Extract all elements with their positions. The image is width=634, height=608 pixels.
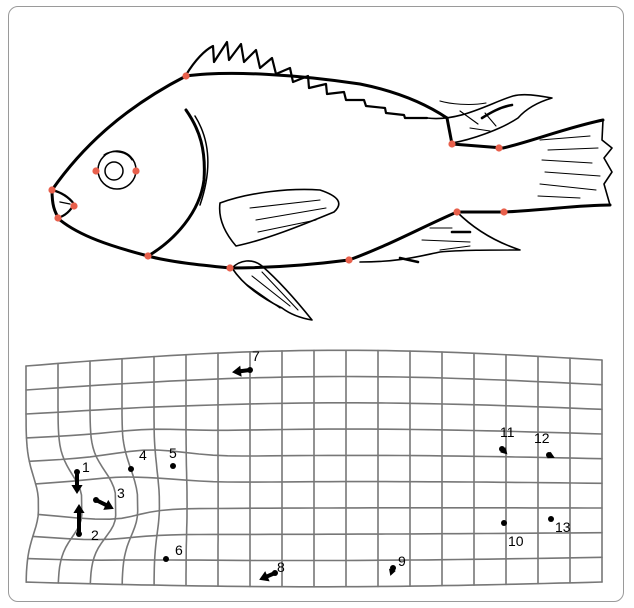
fish-landmark-dot bbox=[182, 72, 189, 79]
dorsal-fin bbox=[186, 42, 427, 118]
landmark-point bbox=[170, 463, 176, 469]
fish-landmark-dot bbox=[132, 167, 139, 174]
fish-landmark-dot bbox=[226, 264, 233, 271]
landmark-point bbox=[501, 520, 507, 526]
fish-landmark-dot bbox=[448, 140, 455, 147]
landmark-vectors bbox=[71, 366, 554, 582]
landmark-label-11: 11 bbox=[500, 424, 515, 440]
landmark-vector-arrowhead bbox=[73, 504, 84, 513]
caudal-fin bbox=[602, 120, 612, 205]
grid-column-line bbox=[26, 366, 38, 582]
landmark-label-3: 3 bbox=[117, 485, 125, 501]
landmark-label-2: 2 bbox=[91, 527, 99, 543]
pelvic-fin bbox=[232, 261, 312, 320]
fish-landmark-dot bbox=[495, 144, 502, 151]
fish-landmark-dot bbox=[453, 208, 460, 215]
landmark-label-5: 5 bbox=[169, 445, 177, 461]
landmark-label-13: 13 bbox=[555, 519, 571, 535]
landmark-label-1: 1 bbox=[82, 459, 90, 475]
fish-eye-outer bbox=[98, 151, 136, 189]
fish-landmark-dot bbox=[144, 252, 151, 259]
landmark-label-9: 9 bbox=[398, 553, 406, 569]
pectoral-fin bbox=[220, 190, 339, 246]
fish-landmark-dot bbox=[500, 208, 507, 215]
fish-landmark-dot bbox=[48, 186, 55, 193]
fish-landmark-dot bbox=[92, 167, 99, 174]
landmark-point bbox=[163, 556, 169, 562]
fish-back bbox=[52, 73, 447, 190]
landmark-label-4: 4 bbox=[139, 447, 147, 463]
grid-row-line bbox=[38, 508, 602, 519]
landmark-label-7: 7 bbox=[252, 348, 260, 364]
landmark-label-8: 8 bbox=[277, 559, 285, 575]
landmark-label-10: 10 bbox=[508, 533, 524, 549]
deformation-grid bbox=[26, 350, 602, 587]
landmark-label-6: 6 bbox=[175, 542, 183, 558]
fish-eye-inner bbox=[105, 162, 123, 180]
grid-column-line bbox=[90, 361, 116, 584]
fish-head-lower bbox=[52, 190, 148, 256]
grid-row-line bbox=[29, 450, 602, 461]
landmark-point bbox=[128, 466, 134, 472]
grid-row-line bbox=[28, 557, 602, 560]
fish-landmark-dot bbox=[345, 256, 352, 263]
fish-landmark-dot bbox=[54, 214, 61, 221]
fish-illustration bbox=[52, 42, 612, 320]
grid-column-line bbox=[186, 355, 187, 586]
landmark-label-12: 12 bbox=[534, 430, 550, 446]
grid-row-line bbox=[36, 477, 602, 484]
landmark-point bbox=[548, 516, 554, 522]
landmark-vector-arrowhead bbox=[232, 366, 242, 377]
fish-landmarks bbox=[48, 72, 507, 271]
grid-column-line bbox=[154, 357, 159, 585]
fish-landmark-dot bbox=[70, 202, 77, 209]
